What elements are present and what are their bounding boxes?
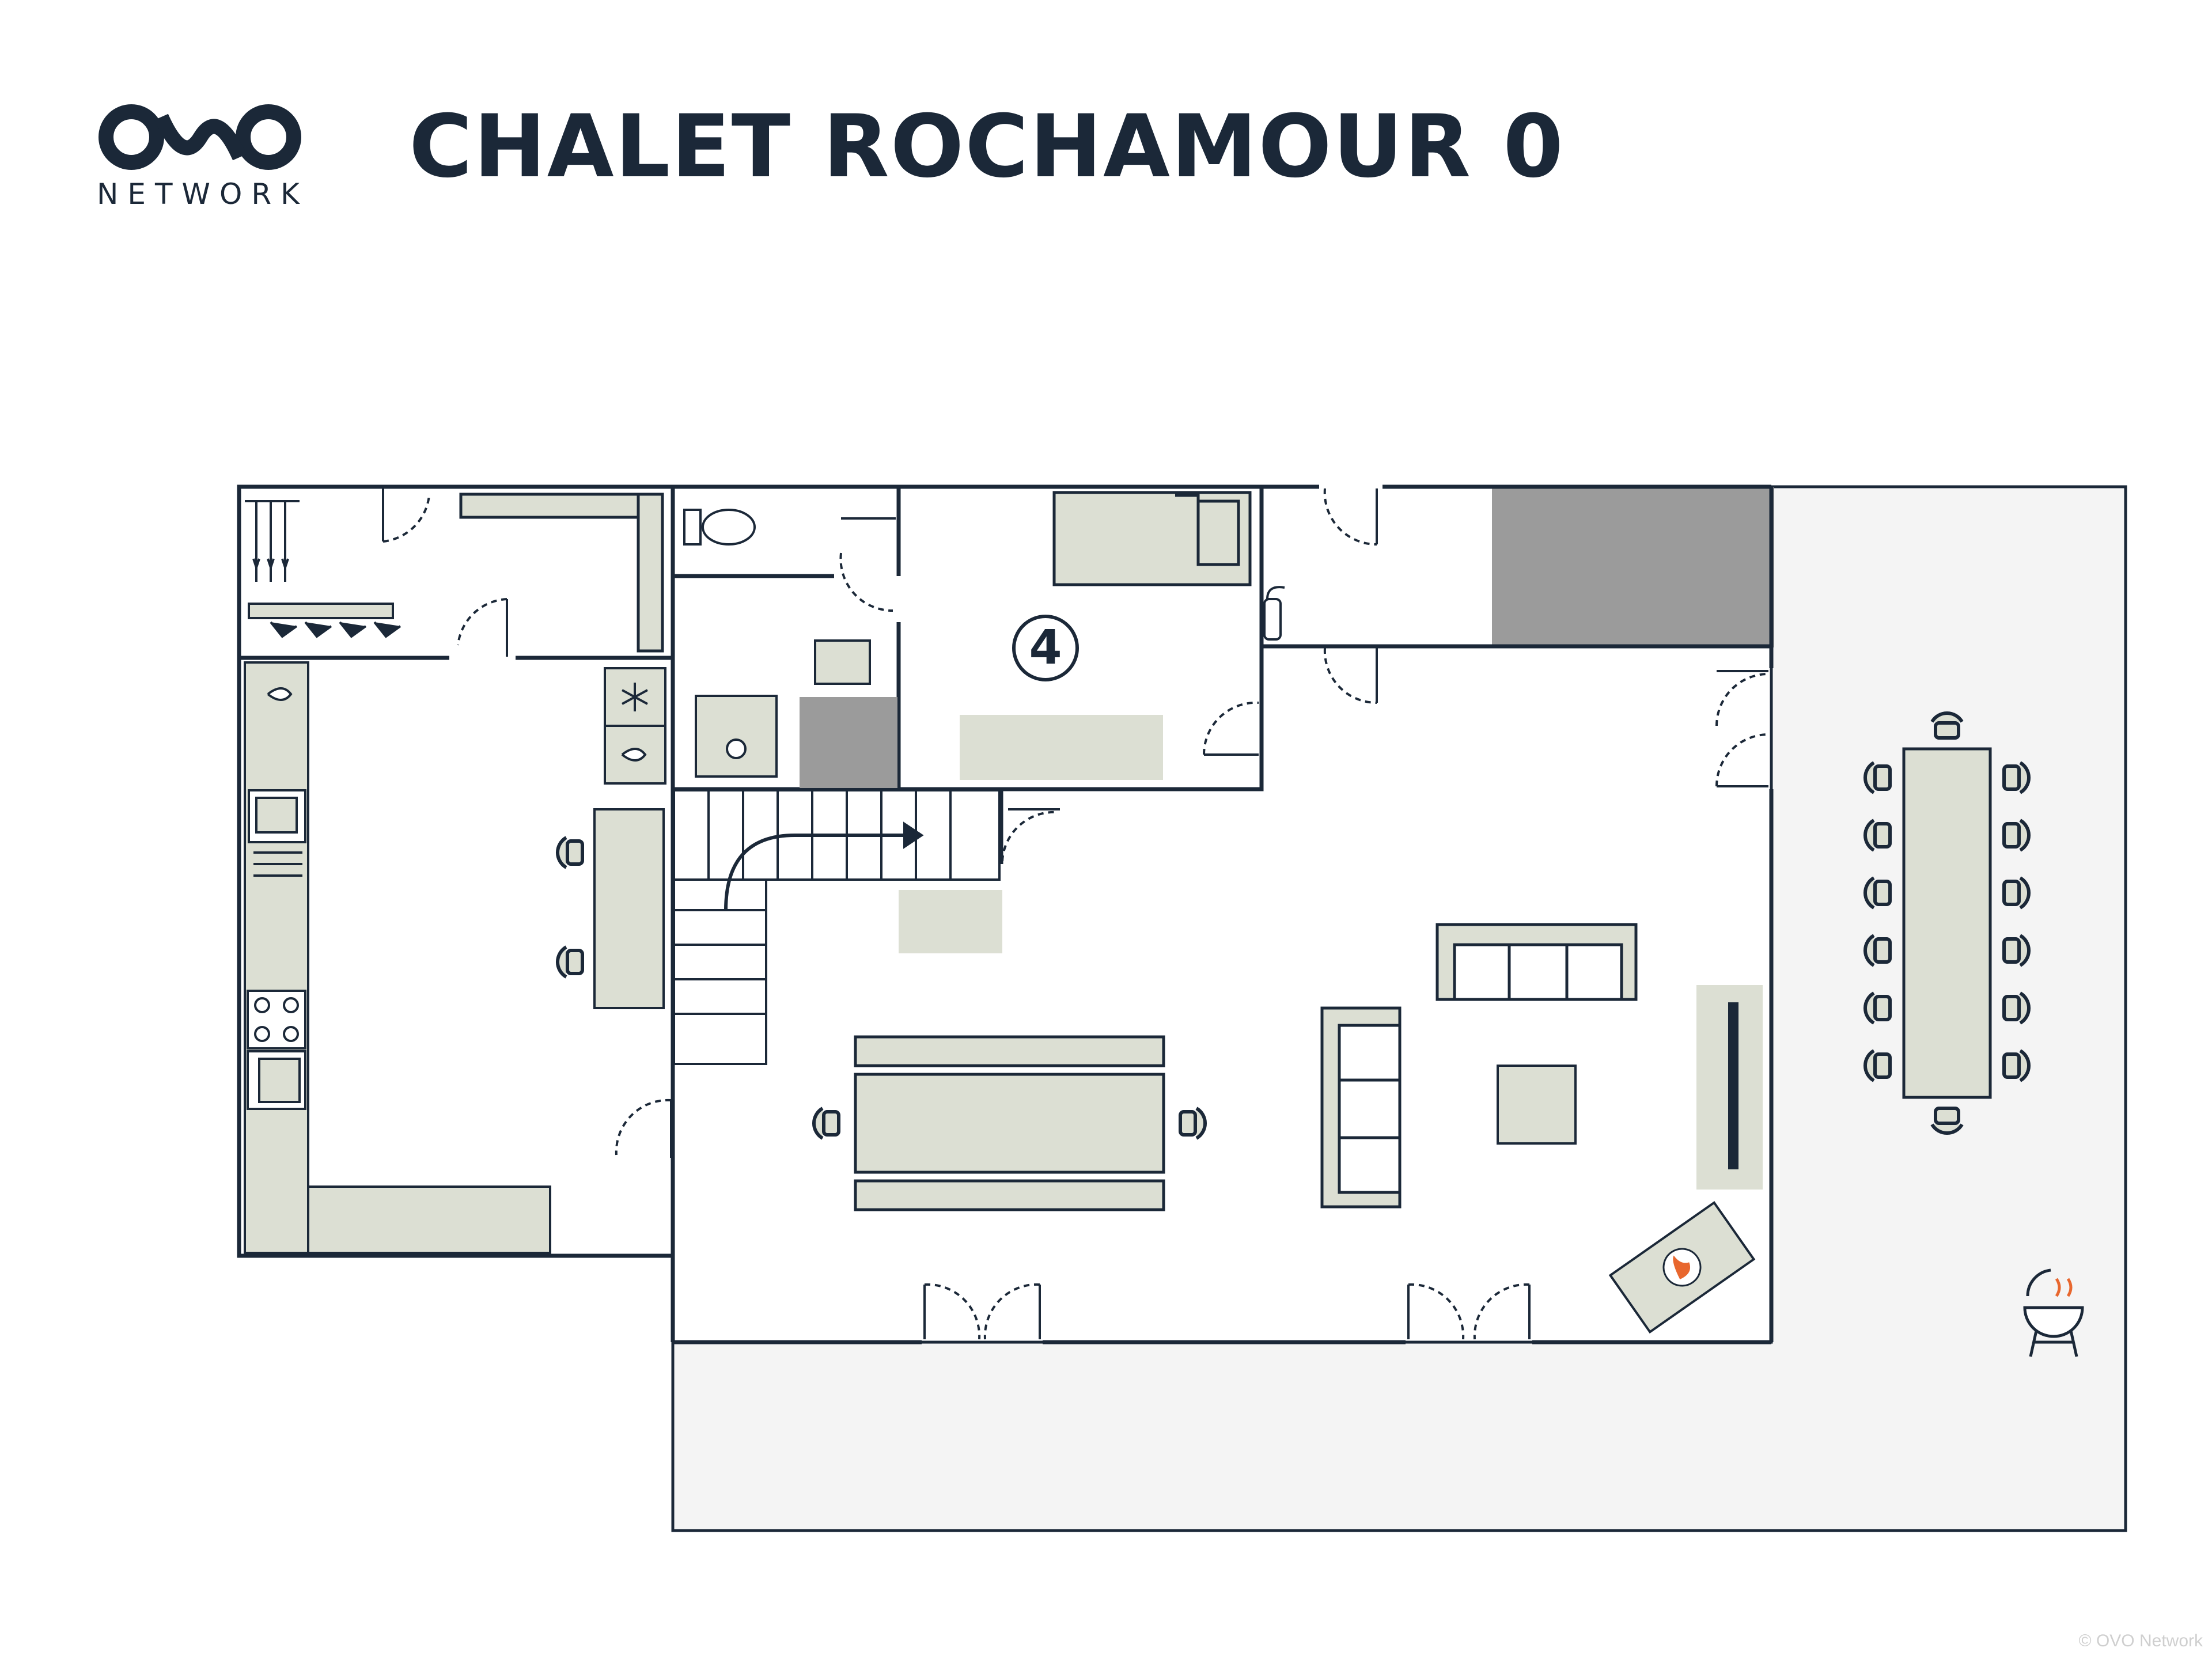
storage-zone (1492, 487, 1774, 647)
oven-icon (247, 1050, 306, 1110)
fireplace-icon (1608, 1200, 1756, 1334)
barbecue-icon (2023, 1268, 2084, 1357)
shower-zone (800, 697, 897, 788)
stove-icon (247, 990, 306, 1050)
doors (382, 488, 1769, 1340)
dining-table (854, 1035, 1165, 1211)
bed-icon (1052, 491, 1252, 586)
console (899, 890, 1002, 953)
armchair-sofa (1320, 1006, 1402, 1209)
page-title: CHALET ROCHAMOUR 0 (409, 97, 1565, 197)
tv-icon (1696, 985, 1763, 1190)
staircase-icon (673, 789, 1001, 1065)
room-badge-4 (1012, 615, 1079, 681)
ski-rack-icon (245, 500, 300, 582)
freezer-icon (604, 667, 666, 727)
sofa-icon (1435, 923, 1638, 1001)
bedroom-desk (959, 714, 1164, 781)
kitchen-counter (244, 661, 666, 1254)
sink-icon (248, 789, 306, 877)
dishwasher-icon (267, 687, 647, 762)
brand-wordmark: NETWORK (97, 177, 309, 211)
copyright-notice: © OVO Network (2078, 1631, 2203, 1650)
fire-extinguisher-icon (1263, 586, 1285, 641)
coffee-table (1497, 1065, 1577, 1145)
bathroom-sink (695, 639, 871, 778)
entry-bench (459, 493, 664, 653)
ovo-logo-icon (99, 104, 301, 170)
boot-rack-icon (248, 603, 402, 638)
toilet-icon (683, 509, 756, 546)
terrace-table (1902, 747, 1992, 1099)
room-badge-label: 4 (1029, 620, 1062, 675)
